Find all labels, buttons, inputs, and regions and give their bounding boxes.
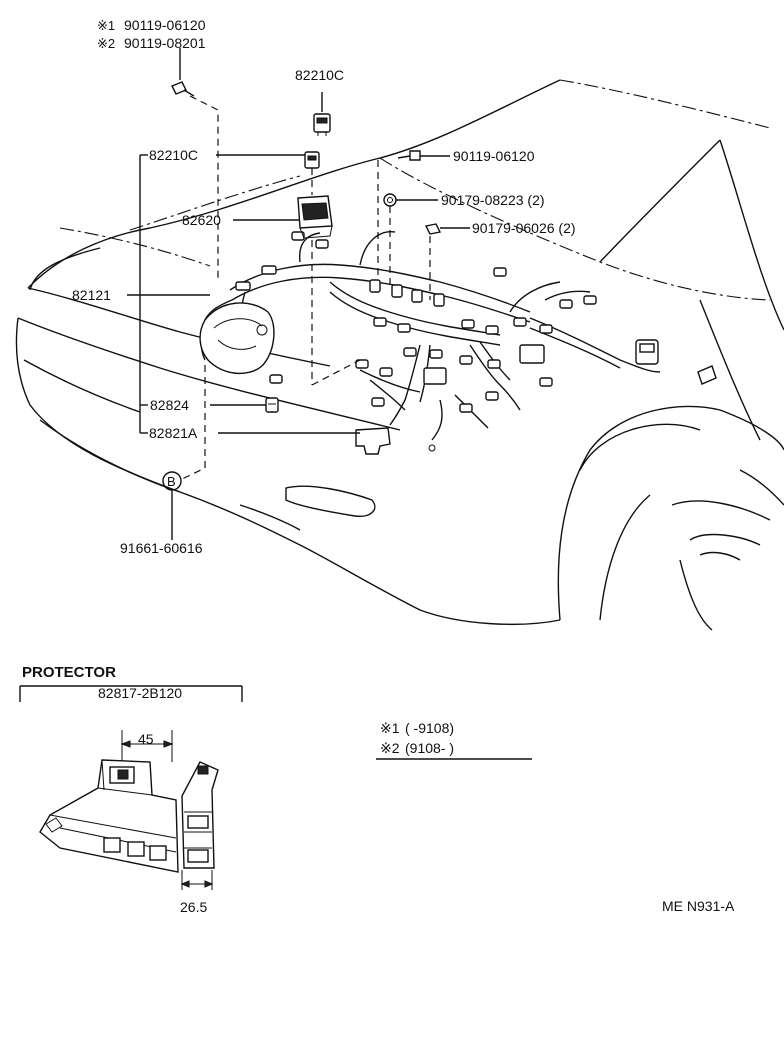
bolt-90119-right [397, 150, 421, 161]
legend-row2-mark: ※2 [380, 740, 400, 756]
label-82824: 82824 [150, 397, 189, 413]
legend-row1-mark: ※1 [380, 720, 400, 736]
relay-box-82620 [297, 195, 333, 239]
date-range-legend: ※1 ( -9108) ※2 (9108- ) [376, 720, 532, 760]
bracket-82821a [355, 427, 391, 455]
circle-b-marker [162, 471, 182, 491]
mark2-symbol: ※2 [97, 36, 115, 51]
label-90119-06120-right: 90119-06120 [453, 148, 535, 164]
part-labels: ※1 90119-06120 ※2 90119-08201 82210C 822… [72, 17, 576, 556]
protector-part-number: 82817-2B120 [98, 685, 182, 701]
label-90179-06026: 90179-06026 (2) [472, 220, 576, 236]
harness-protector-82121 [199, 302, 275, 375]
legend-row2-range: (9108- ) [405, 740, 454, 756]
label-82121: 82121 [72, 287, 111, 303]
harness-connectors [215, 231, 659, 452]
label-91661-60616: 91661-60616 [120, 540, 203, 556]
nut-90179-06026 [424, 223, 442, 235]
protector-width-dimension: 45 [138, 731, 154, 747]
protector-detail: PROTECTOR 82817-2B120 45 26.5 [19, 664, 243, 915]
label-82821a: 82821A [149, 425, 198, 441]
label-82620: 82620 [182, 212, 221, 228]
wire-harness [200, 231, 661, 441]
mark1-part-number: 90119-06120 [124, 17, 206, 33]
clip-82824 [265, 397, 279, 413]
protector-depth-dimension: 26.5 [180, 899, 207, 915]
circle-b-letter: B [167, 474, 176, 489]
label-82210c-top: 82210C [295, 67, 344, 83]
connector-82210c-loose [313, 113, 331, 136]
bolt-90119-left [171, 81, 195, 97]
diagram-code: ME N931-A [662, 898, 735, 914]
label-90179-08223: 90179-08223 (2) [441, 192, 545, 208]
car-body-outline [15, 79, 784, 631]
leader-lines [127, 48, 470, 540]
nut-90179-08223 [383, 193, 397, 207]
legend-row1-range: ( -9108) [405, 720, 454, 736]
mark2-part-number: 90119-08201 [124, 35, 206, 51]
mark1-symbol: ※1 [97, 18, 115, 33]
connector-82210c-installed [304, 151, 320, 169]
protector-title: PROTECTOR [22, 664, 116, 681]
label-82210c-left: 82210C [149, 147, 198, 163]
